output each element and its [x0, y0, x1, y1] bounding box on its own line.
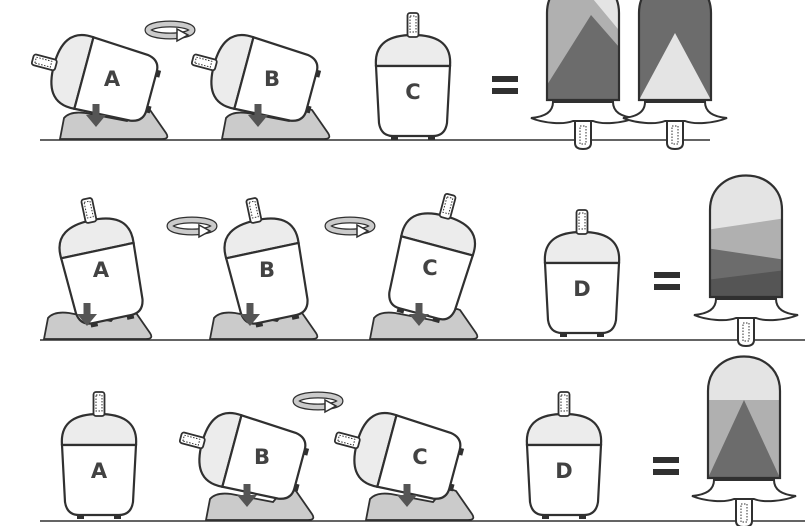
mold-label: D — [555, 459, 572, 483]
rotate-arrow-icon — [170, 220, 214, 237]
popsicle-triangle-light — [623, 0, 727, 149]
step-row-2: A B C D = — [40, 172, 805, 346]
equals-text: = — [667, 280, 668, 282]
mold-cup-tilted — [183, 23, 325, 128]
popsicle-center-triangle — [692, 353, 796, 526]
equals-icon: = — [654, 272, 680, 290]
mold-label: B — [254, 445, 270, 469]
mold-label: C — [405, 80, 420, 104]
rotate-arrow-icon — [328, 220, 372, 237]
mold-cup-tilted — [171, 401, 313, 506]
mold-B: B — [183, 23, 329, 139]
mold-C: C — [370, 185, 487, 339]
popsicle-result-1 — [531, 0, 727, 149]
mold-label: D — [573, 277, 590, 301]
mold-B: B — [210, 191, 317, 339]
step-row-1: A B C = — [23, 0, 727, 149]
mold-label: B — [264, 67, 280, 91]
mold-cup-upright — [62, 392, 136, 519]
popsicle-triangle-dark — [531, 0, 635, 149]
popsicle-diagonal-stripes — [694, 172, 798, 346]
equals-text: = — [505, 84, 506, 86]
mold-A: A — [44, 191, 151, 339]
mold-label: B — [259, 258, 275, 282]
mold-D: D — [527, 392, 601, 519]
mold-label: A — [104, 67, 121, 91]
rotate-arrow-icon — [296, 395, 340, 412]
mold-B: B — [171, 401, 313, 520]
popsicle-result-3 — [692, 353, 796, 526]
mold-A: A — [62, 392, 136, 519]
popsicle-result-2 — [694, 172, 798, 346]
mold-cup-upright — [527, 392, 601, 519]
mold-C: C — [376, 13, 450, 140]
mold-label: A — [93, 258, 110, 282]
equals-text: = — [666, 465, 667, 467]
mold-label: A — [91, 459, 108, 483]
equals-icon: = — [492, 76, 518, 94]
mold-D: D — [545, 210, 619, 337]
mold-A: A — [23, 23, 167, 139]
step-row-3: A B C D = — [40, 353, 805, 526]
mold-C: C — [326, 401, 473, 520]
rotate-arrow-icon — [148, 24, 192, 41]
mold-label: C — [412, 445, 427, 469]
mold-cup-tilted — [326, 401, 468, 506]
mold-cup-upright — [376, 13, 450, 140]
mold-cup-upright — [545, 210, 619, 337]
equals-icon: = — [653, 457, 679, 475]
mold-label: C — [422, 256, 437, 280]
